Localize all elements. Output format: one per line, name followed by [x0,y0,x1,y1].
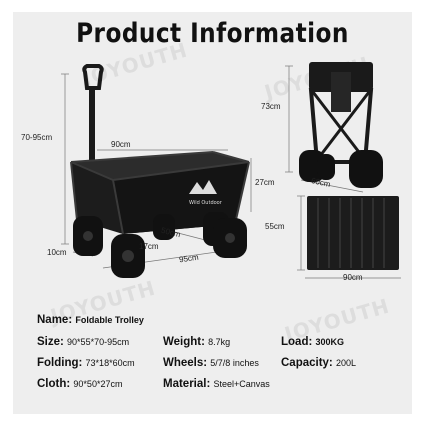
dim-floor-length-label: 90cm [343,273,363,282]
spec-value: Foldable Trolley [75,315,144,325]
wagon-wheels [73,212,247,278]
dim-depth-label: 27cm [255,178,275,187]
dim-folded-height-label: 73cm [261,102,281,111]
dim-length-top-label: 90cm [111,140,131,149]
page-title: Product Information [76,18,349,49]
spec-label: Weight: [163,336,205,348]
spec-label: Wheels: [163,357,208,369]
product-info-card: Product Information JOYOUTH JOYOUTH JOYO… [13,12,412,414]
spec-label: Capacity: [281,357,333,369]
spec-value: 300KG [315,337,345,347]
dim-clearance-label: 17cm [139,242,159,251]
spec-value: 90*50*27cm [73,379,123,389]
spec-capacity: Capacity: 200L [281,357,356,369]
dim-floor-width-label: 55cm [265,222,285,231]
spec-value: 90*55*70-95cm [67,337,130,347]
spec-label: Name: [37,314,73,326]
spec-label: Size: [37,336,64,348]
spec-label: Material: [163,378,211,390]
spec-cloth: Cloth: 90*50*27cm [37,378,122,390]
folded-wagon-illustration [285,62,383,193]
spec-value: 5/7/8 inches [210,358,259,368]
wagon-illustration: Wild Outdoor [61,62,401,279]
spec-value: 200L [335,358,357,368]
spec-size: Size: 90*55*70-95cm [37,336,129,348]
spec-load: Load: 300KG [281,336,344,348]
spec-label: Folding: [37,357,83,369]
dim-wheel-width-label: 10cm [47,248,67,257]
spec-value: 8.7kg [208,337,231,347]
spec-folding: Folding: 73*18*60cm [37,357,135,369]
dim-height-label: 70-95cm [21,133,53,142]
floor-plate-illustration [297,195,401,279]
spec-material: Material: Steel+Canvas [163,378,270,390]
brand-mark: Wild Outdoor [189,200,223,206]
spec-weight: Weight: 8.7kg [163,336,230,348]
spec-name: Name: Foldable Trolley [37,314,144,326]
spec-label: Cloth: [37,378,71,390]
spec-value: Steel+Canvas [213,379,270,389]
spec-label: Load: [281,336,313,348]
spec-wheels: Wheels: 5/7/8 inches [163,357,259,369]
spec-value: 73*18*60cm [85,358,135,368]
